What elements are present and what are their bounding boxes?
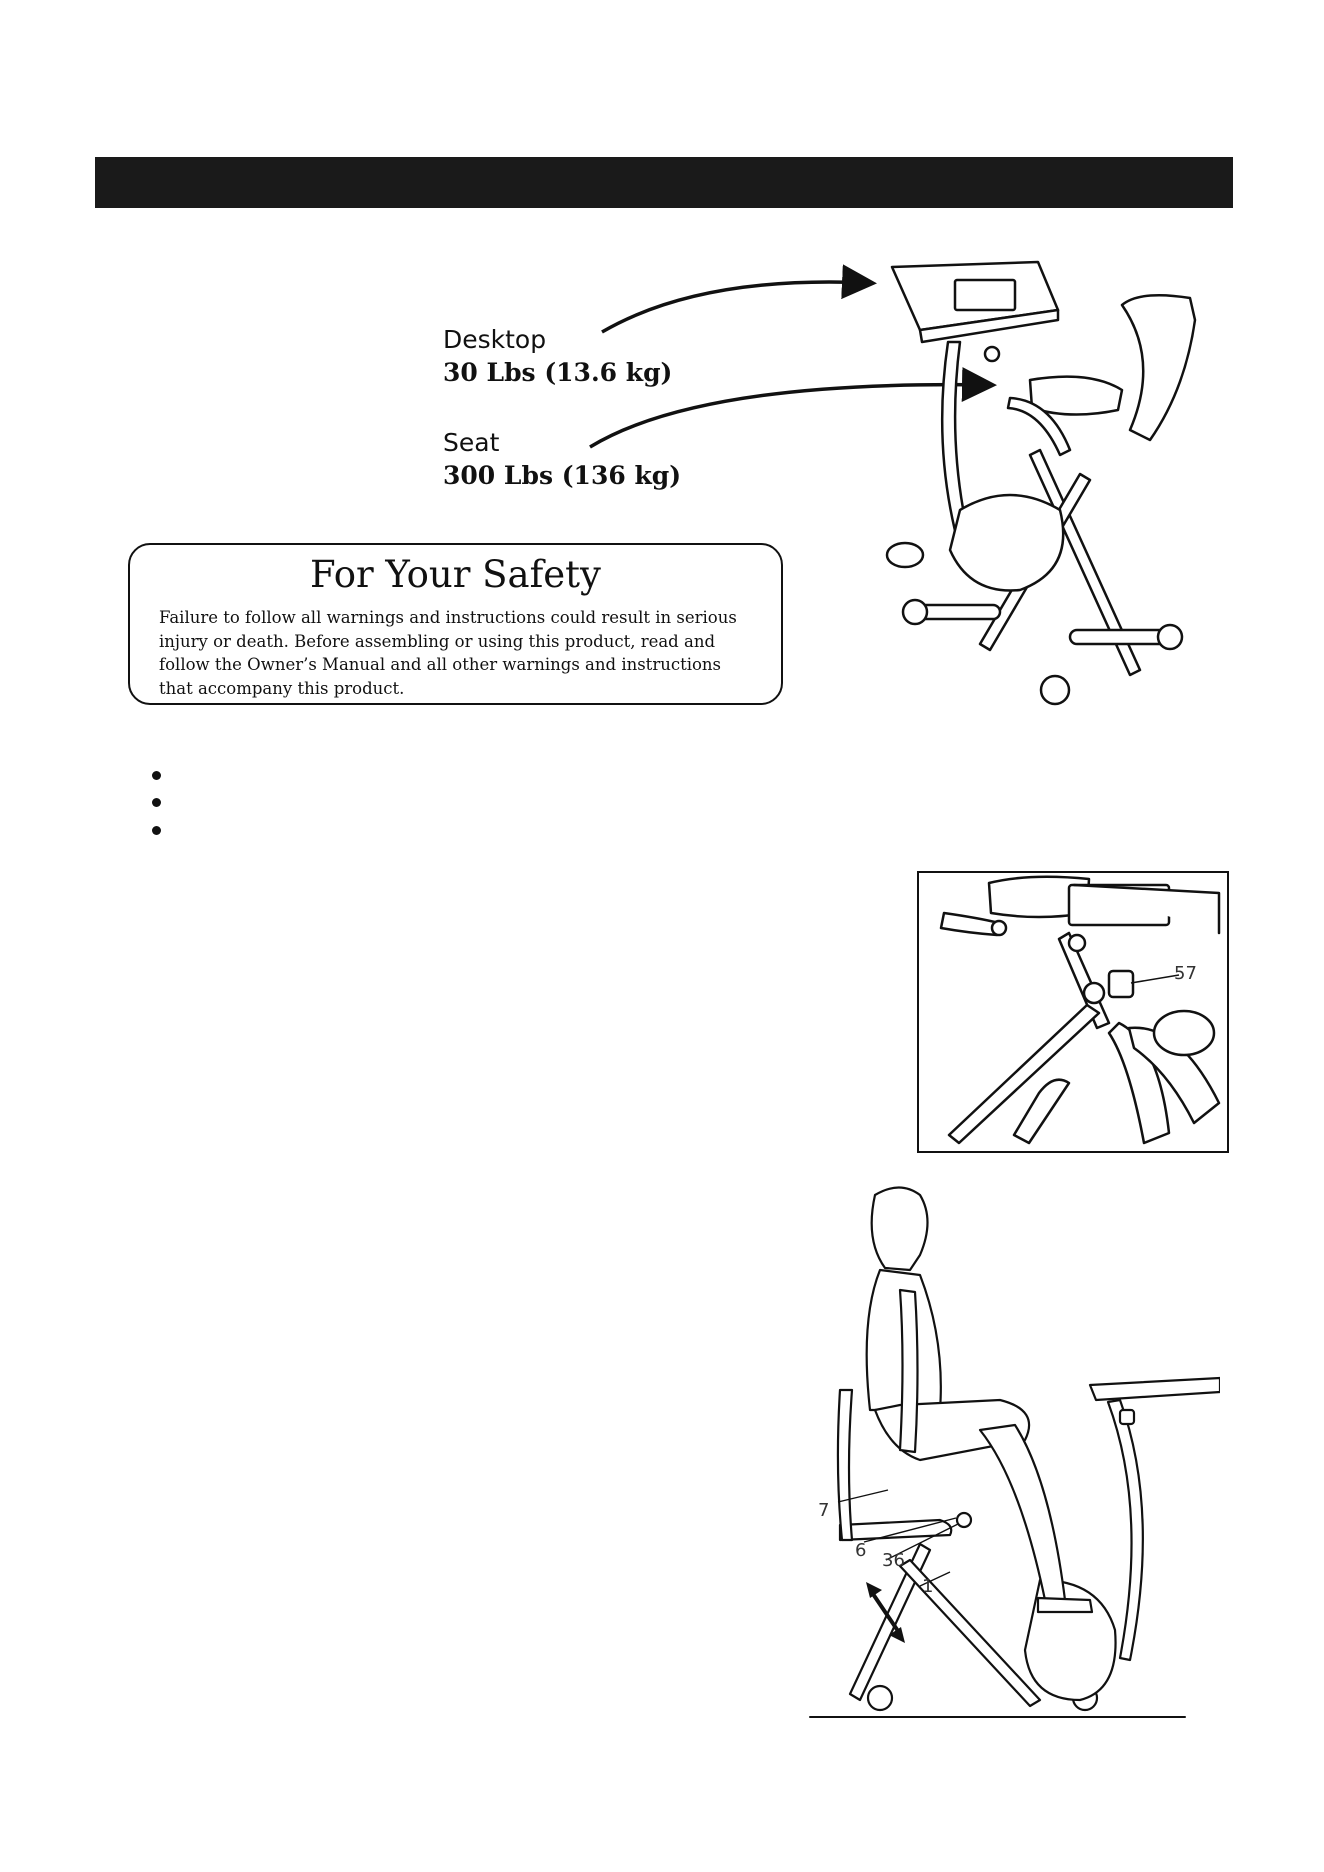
callout-7: 7 xyxy=(818,1500,830,1521)
seat-arrow xyxy=(589,367,997,449)
desk-bike-illustration xyxy=(885,260,1197,706)
desktop-label: Desktop xyxy=(443,325,547,354)
seat-weight-label: 300 Lbs (136 kg) xyxy=(443,461,682,490)
bullet-marker xyxy=(152,771,161,780)
seat-label: Seat xyxy=(443,428,500,457)
bullet-marker xyxy=(152,798,161,807)
callout-6: 6 xyxy=(855,1540,867,1561)
safety-title: For Your Safety xyxy=(310,553,601,596)
bullet-marker xyxy=(152,826,161,835)
callout-36: 36 xyxy=(882,1550,905,1571)
section-header-bar xyxy=(95,157,1233,208)
seat-post-detail-drawing xyxy=(939,875,1221,1145)
rider-on-bike-illustration xyxy=(809,1186,1220,1718)
callout-57: 57 xyxy=(1174,963,1197,984)
safety-body-text: Failure to follow all warnings and instr… xyxy=(159,608,737,698)
seat-post-detail-figure: 57 xyxy=(917,871,1229,1153)
safety-warning-box: For Your Safety Failure to follow all wa… xyxy=(128,543,783,705)
desktop-arrow xyxy=(601,264,877,334)
callout-1: 1 xyxy=(922,1576,934,1597)
desktop-weight-label: 30 Lbs (13.6 kg) xyxy=(443,358,673,387)
